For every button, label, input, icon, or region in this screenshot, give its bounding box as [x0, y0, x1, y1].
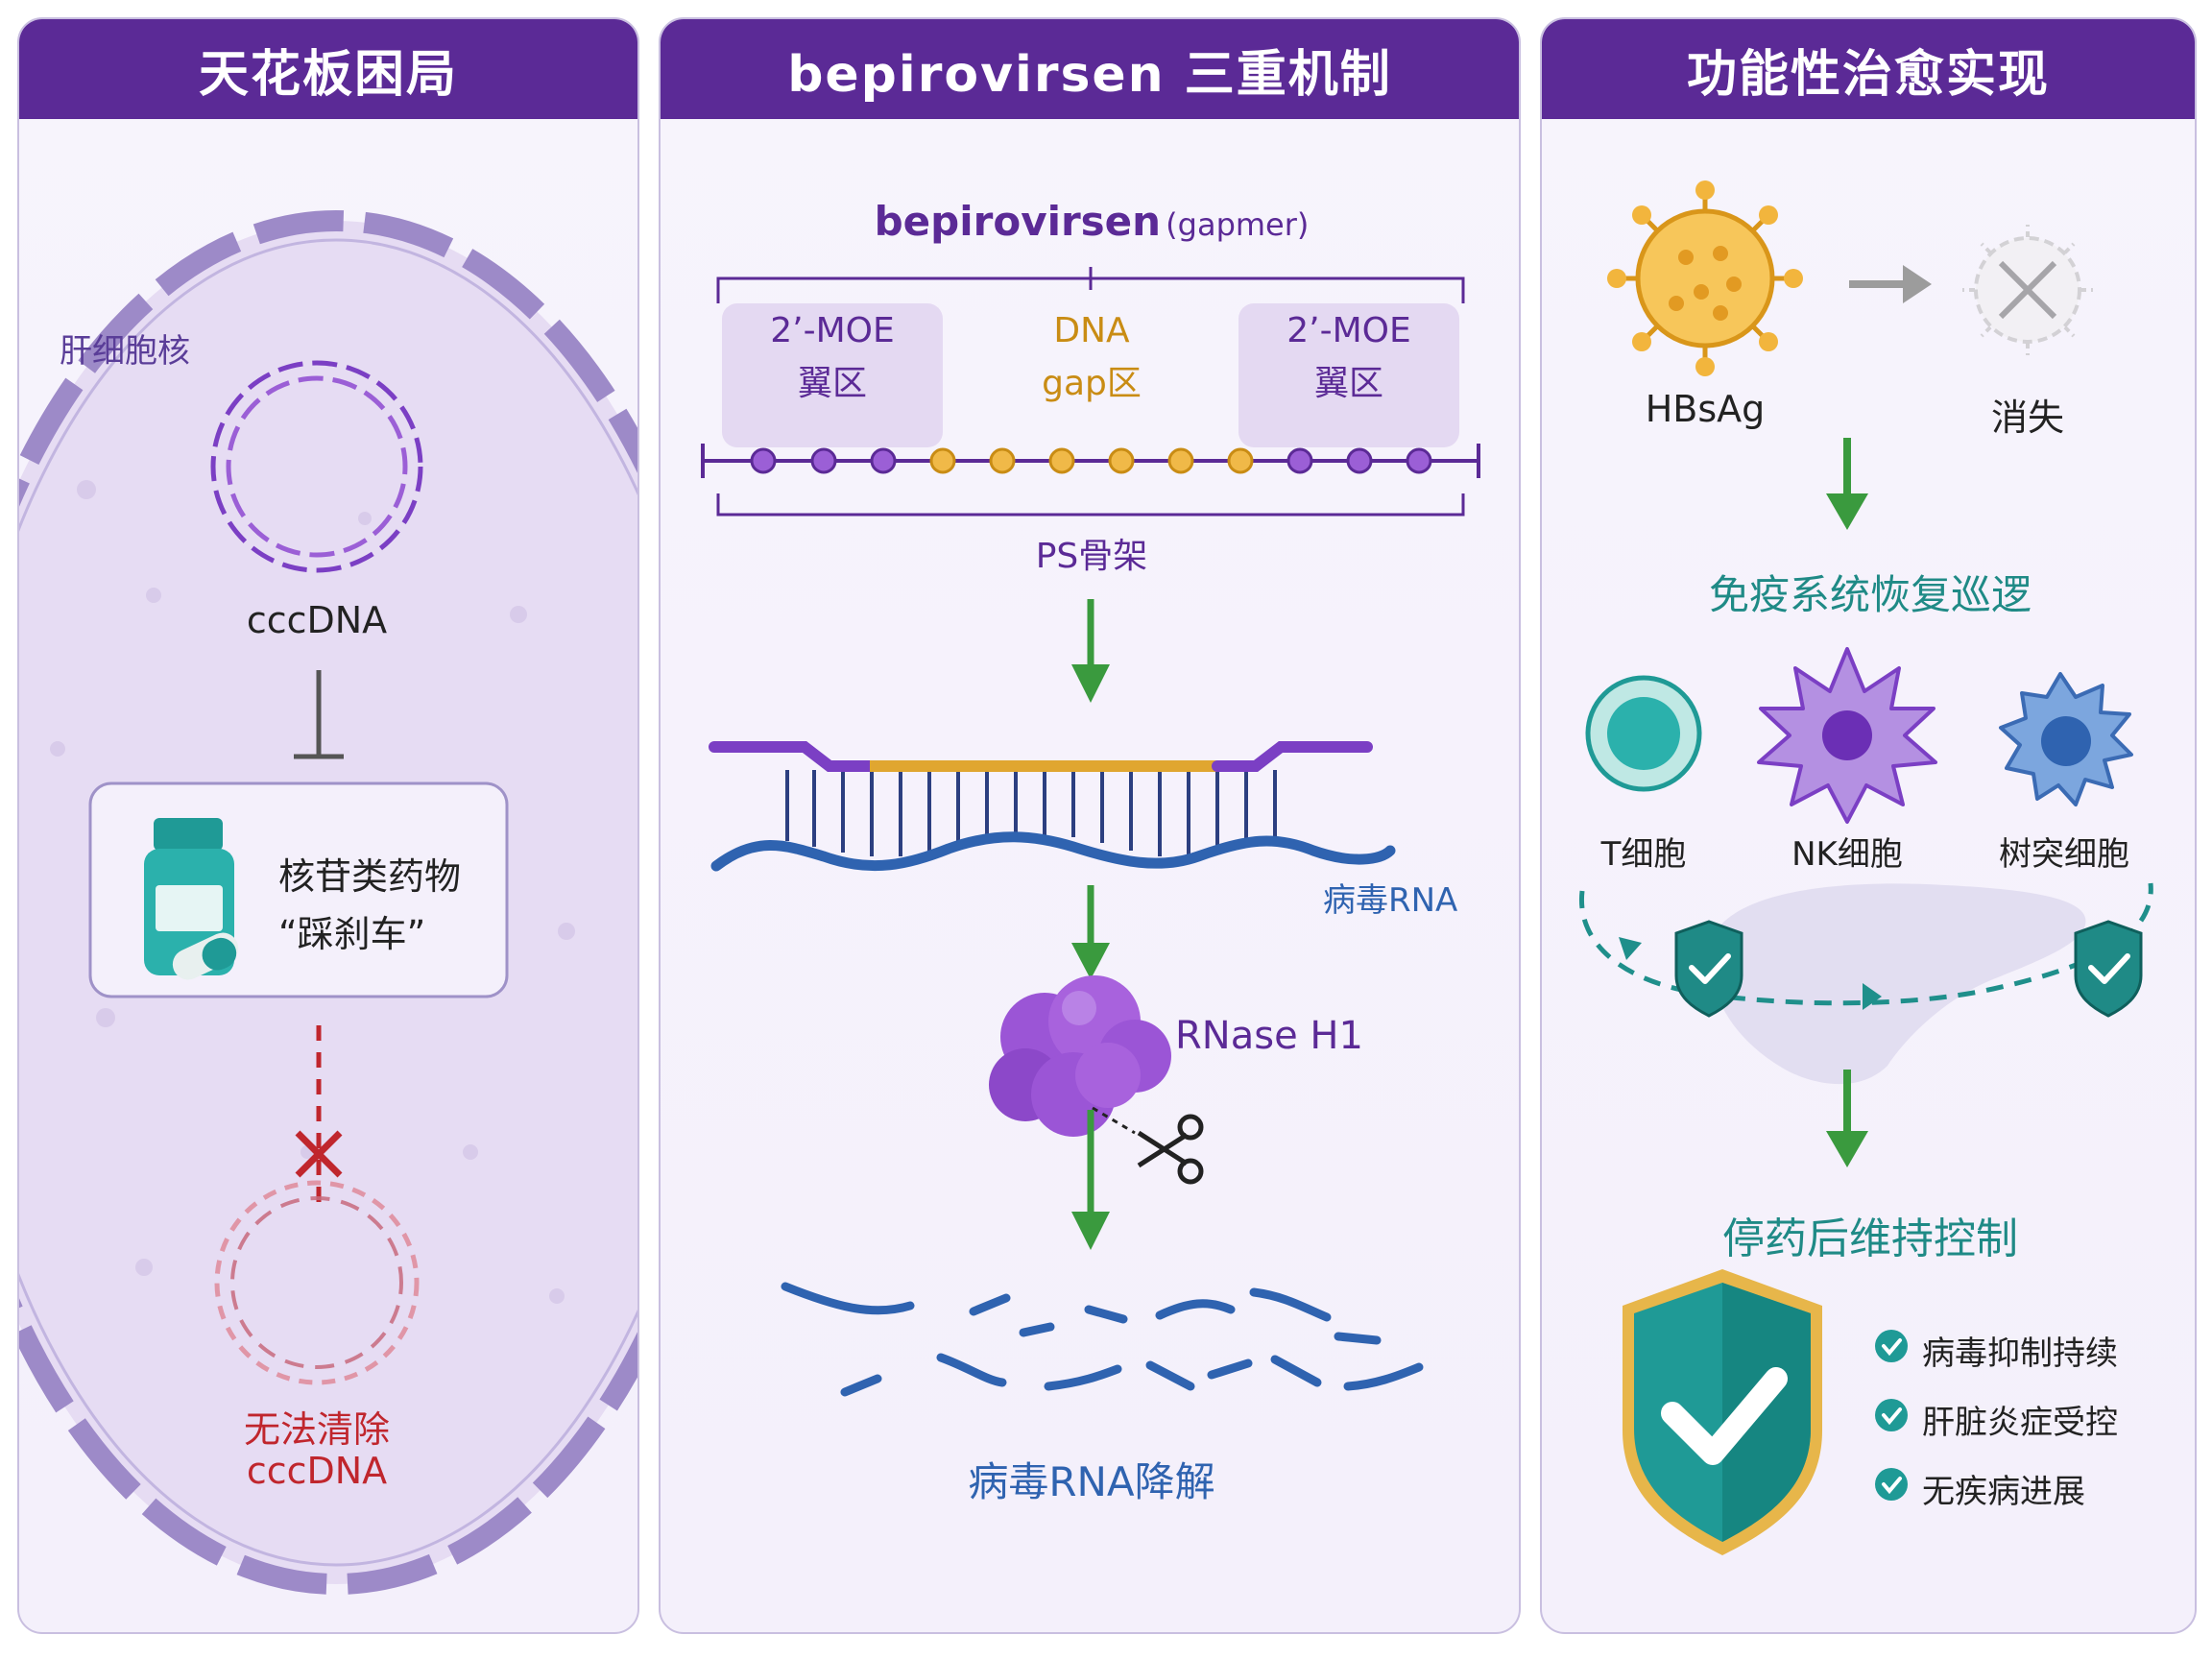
hbsag-virus-icon — [1607, 180, 1803, 376]
arrow-right-icon — [1849, 265, 1932, 303]
arrow-down-icon — [1071, 1110, 1110, 1250]
wing-right-line1: 2’-MOE — [1286, 311, 1411, 350]
wing-right-line2: 翼区 — [1313, 364, 1383, 403]
nucleus-label: 肝细胞核 — [60, 332, 190, 371]
arrow-down-icon — [1071, 885, 1110, 979]
rnase-h1-enzyme-icon — [989, 975, 1171, 1137]
panel3-title: 功能性治愈实现 — [1542, 19, 2195, 119]
aso-rna-duplex — [709, 741, 1396, 872]
block-x-icon — [295, 1130, 343, 1178]
shield-check-icon — [2074, 920, 2143, 1018]
arrow-down-icon — [1071, 599, 1110, 703]
cccdna-circle-icon — [210, 360, 423, 573]
arrow-down-icon — [1826, 438, 1868, 530]
panel-functional-cure: 功能性治愈实现 — [1540, 17, 2197, 1634]
fail-label-line1: 无法清除 — [243, 1408, 390, 1451]
inhibition-icon — [294, 670, 344, 759]
panel2-title: bepirovirsen 三重机制 — [661, 19, 1519, 119]
rna-fragments — [781, 1282, 1424, 1397]
backbone-label: PS骨架 — [1035, 537, 1148, 576]
wing-left-box — [722, 303, 943, 447]
wing-left-line2: 翼区 — [797, 364, 867, 403]
arrow-down-icon — [1826, 1070, 1868, 1167]
nk-cell-label: NK细胞 — [1791, 835, 1903, 874]
vanish-label: 消失 — [1990, 397, 2064, 439]
panel1-title: 天花板困局 — [19, 19, 637, 119]
check-item: 肝脏炎症受控 — [1922, 1404, 2118, 1442]
dendritic-cell-icon — [1999, 672, 2133, 806]
drug-label-line1: 核苷类药物 — [278, 855, 462, 898]
t-cell-label: T细胞 — [1600, 835, 1687, 874]
molecule-title: bepirovirsen (gapmer) — [661, 198, 1519, 245]
patrol-arrowhead-icon — [1619, 937, 1642, 960]
dendritic-cell-label: 树突细胞 — [1999, 835, 2129, 874]
wing-left-line1: 2’-MOE — [770, 311, 895, 350]
liver-icon — [1711, 883, 2086, 1085]
wing-right-box — [1238, 303, 1459, 447]
molecule-name: bepirovirsen — [874, 198, 1162, 245]
big-shield-check-icon — [1623, 1269, 1822, 1555]
molecule-type: (gapmer) — [1166, 206, 1310, 243]
enzyme-label: RNase H1 — [1175, 1014, 1363, 1058]
nk-cell-icon — [1757, 647, 1937, 824]
patrol-arrowhead-icon — [1863, 983, 1882, 1010]
cure-illustration — [1578, 180, 2153, 1555]
viral-rna-label: 病毒RNA — [1323, 881, 1458, 920]
t-cell-icon — [1585, 675, 1702, 792]
nucleus-illustration — [19, 210, 637, 1595]
drug-label-line2: “踩刹车” — [278, 913, 426, 955]
nucleotide-beads — [750, 447, 1432, 474]
panel-ceiling-dilemma: 天花板困局 — [17, 17, 639, 1634]
nuclear-membrane — [19, 210, 637, 1595]
degradation-label: 病毒RNA降解 — [968, 1458, 1215, 1505]
pill-bottle-icon — [144, 818, 239, 980]
control-title: 停药后维持控制 — [1722, 1214, 2018, 1263]
persistent-cccdna-icon — [214, 1180, 420, 1385]
checklist-icons — [1875, 1330, 1908, 1501]
gap-line2: gap区 — [1042, 364, 1142, 403]
check-item: 无疾病进展 — [1922, 1473, 2085, 1511]
hbsag-label: HBsAg — [1645, 388, 1766, 430]
scissors-icon — [1092, 1106, 1204, 1185]
molecule-bracket-bottom — [716, 493, 1465, 517]
shield-check-icon — [1674, 920, 1743, 1018]
cccdna-label: cccDNA — [246, 599, 388, 641]
panel-triple-mechanism: bepirovirsen 三重机制 — [659, 17, 1521, 1634]
vanished-virus-icon — [1962, 225, 2093, 355]
mechanism-illustration — [701, 267, 1480, 1397]
fail-label-line2: cccDNA — [246, 1450, 388, 1492]
immune-title: 免疫系统恢复巡逻 — [1708, 571, 2032, 618]
gap-line1: DNA — [1053, 311, 1130, 350]
check-item: 病毒抑制持续 — [1922, 1334, 2118, 1373]
